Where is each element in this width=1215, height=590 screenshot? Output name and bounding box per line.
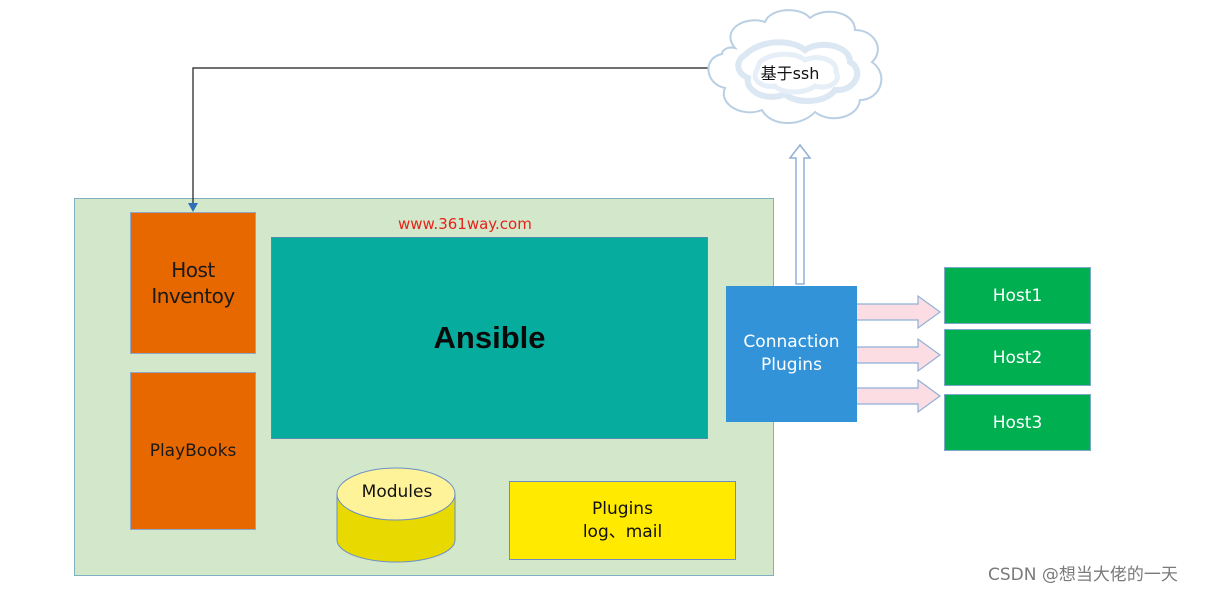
connection-line2: Plugins (761, 355, 822, 375)
connection-line1: Connaction (743, 332, 840, 352)
cloud-ssh-label: 基于ssh (760, 64, 820, 83)
ssh-connector-arrowhead (188, 203, 198, 212)
playbooks-box: PlayBooks (130, 372, 256, 530)
host-inventory-line2: Inventoy (151, 284, 235, 308)
plugins-box: Plugins log、mail (509, 481, 736, 560)
right-arrow-host3 (854, 378, 942, 414)
modules-cylinder (336, 467, 456, 563)
csdn-watermark: CSDN @想当大佬的一天 (988, 565, 1178, 585)
host1-box: Host1 (944, 267, 1091, 324)
connection-plugins-box: Connaction Plugins (726, 286, 857, 422)
ansible-core-box: Ansible (271, 237, 708, 439)
host-inventory-box: Host Inventoy (130, 212, 256, 354)
cloud-icon (707, 9, 883, 125)
plugins-line2: log、mail (582, 521, 663, 542)
right-arrow-host1 (854, 294, 942, 330)
host-inventory-line1: Host (171, 258, 215, 282)
host2-box: Host2 (944, 329, 1091, 386)
right-arrow-host2 (854, 337, 942, 373)
up-arrow (788, 143, 812, 285)
plugins-line1: Plugins (592, 498, 653, 519)
host3-box: Host3 (944, 394, 1091, 451)
ssh-connector-line (192, 67, 712, 208)
website-label: www.361way.com (398, 215, 532, 233)
modules-label: Modules (361, 482, 433, 502)
